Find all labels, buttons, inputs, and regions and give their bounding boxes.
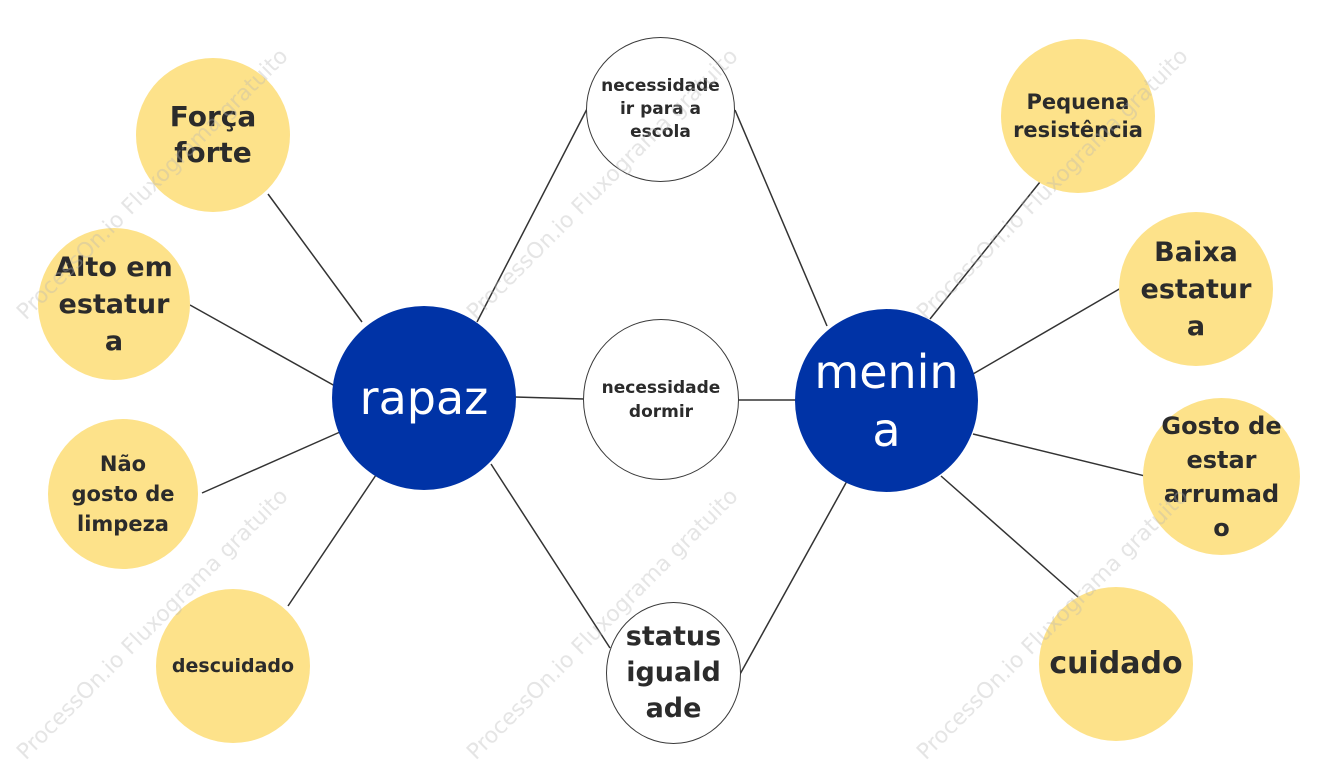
node-necessidade-dormir-label: necessidade dormir bbox=[601, 377, 721, 422]
edge-rapaz-status-igualdade bbox=[490, 463, 611, 649]
edge-rapaz-necessidade-dormir bbox=[514, 396, 585, 400]
node-necessidade-ir-para-a-escola[interactable]: necessidade ir para a escola bbox=[586, 37, 735, 182]
node-descuidado-label: descuidado bbox=[171, 655, 295, 677]
edge-menina-baixa-estatura bbox=[972, 287, 1122, 375]
edge-rapaz-descuidado bbox=[287, 474, 377, 607]
edge-rapaz-alto-em-estatura bbox=[189, 304, 336, 387]
hub-menina-label: menin a bbox=[814, 344, 959, 457]
node-forca-forte-label: Força forte bbox=[169, 100, 257, 169]
hub-menina[interactable]: menin a bbox=[795, 309, 978, 492]
node-alto-em-estatura-label: Alto em estatur a bbox=[55, 251, 173, 357]
hub-rapaz[interactable]: rapaz bbox=[332, 306, 516, 490]
edge-menina-pequena-resistencia bbox=[929, 181, 1041, 320]
node-status-igualdade-label: status igualdade bbox=[625, 621, 722, 724]
node-cuidado[interactable]: cuidado bbox=[1039, 587, 1193, 741]
node-pequena-resistencia-label: Pequena resistência bbox=[1013, 90, 1143, 142]
node-gosto-de-estar-arrumado-label: Gosto de estar arrumad o bbox=[1161, 411, 1282, 542]
node-necessidade-dormir[interactable]: necessidade dormir bbox=[583, 319, 739, 480]
hub-rapaz-label: rapaz bbox=[359, 371, 489, 425]
node-descuidado[interactable]: descuidado bbox=[156, 589, 310, 743]
node-nao-gosto-de-limpeza-label: Não gosto de limpeza bbox=[71, 452, 175, 536]
edge-menina-necessidade-escola bbox=[734, 109, 828, 327]
node-status-igualdade[interactable]: status igualdade bbox=[606, 602, 741, 744]
node-alto-em-estatura[interactable]: Alto em estatur a bbox=[38, 228, 190, 380]
node-baixa-estatura[interactable]: Baixa estatur a bbox=[1119, 212, 1273, 366]
node-gosto-de-estar-arrumado[interactable]: Gosto de estar arrumad o bbox=[1143, 398, 1300, 555]
node-nao-gosto-de-limpeza[interactable]: Não gosto de limpeza bbox=[48, 419, 198, 569]
edge-menina-status-igualdade bbox=[738, 480, 848, 677]
node-baixa-estatura-label: Baixa estatur a bbox=[1140, 236, 1252, 342]
node-pequena-resistencia[interactable]: Pequena resistência bbox=[1001, 39, 1155, 193]
edge-rapaz-necessidade-escola bbox=[476, 106, 589, 323]
edge-rapaz-nao-gosto-limpeza bbox=[201, 431, 341, 494]
node-cuidado-label: cuidado bbox=[1049, 646, 1183, 681]
node-necessidade-ir-para-a-escola-label: necessidade ir para a escola bbox=[601, 76, 720, 142]
node-forca-forte[interactable]: Força forte bbox=[136, 58, 290, 212]
edge-menina-gosto-arrumado bbox=[972, 433, 1146, 477]
edge-rapaz-forca-forte bbox=[267, 193, 363, 323]
edge-menina-cuidado bbox=[940, 475, 1079, 598]
